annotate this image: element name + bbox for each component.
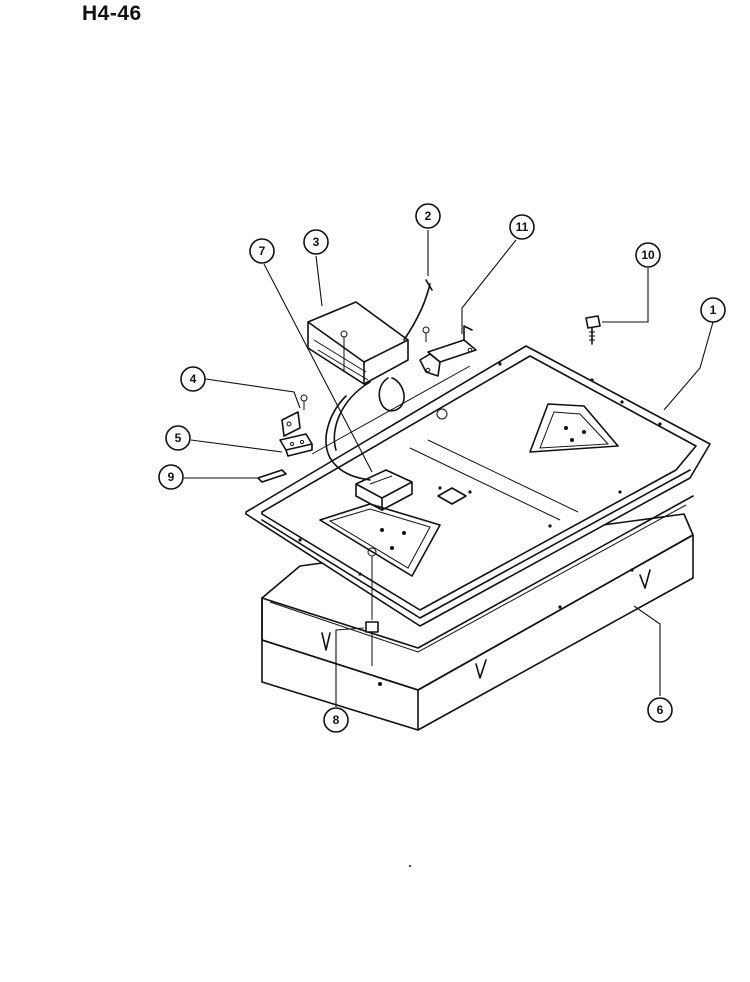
callout-9-label: 9 [168,470,175,484]
callout-6: 6 [647,697,673,723]
wire-harness [325,395,371,481]
callout-6-label: 6 [657,703,664,717]
screw [365,547,379,666]
callout-3: 3 [303,229,329,255]
ignition-module [307,301,409,385]
callout-3-label: 3 [313,235,320,249]
callout-7: 7 [249,238,275,264]
page-code: H4-46 [82,2,142,25]
callout-5-label: 5 [175,431,182,445]
callout-9: 9 [158,464,184,490]
callout-8: 8 [323,707,349,733]
mounting-bracket [419,325,477,377]
receptacle [355,469,413,511]
callout-2: 2 [415,203,441,229]
callout-2-label: 2 [425,209,432,223]
callout-11: 11 [509,214,535,240]
stud-screw [585,315,601,345]
callout-4: 4 [180,366,206,392]
wire-lead [333,279,433,451]
callout-8-label: 8 [333,713,340,727]
callout-10: 10 [635,242,661,268]
callout-4-label: 4 [190,372,197,386]
leader-lines [184,230,714,707]
callout-10-label: 10 [641,248,655,262]
callout-1: 1 [700,297,726,323]
hinge-assembly [257,394,313,483]
burner-box [261,495,694,731]
callout-11-label: 11 [516,220,529,234]
callout-5: 5 [165,425,191,451]
callout-7-label: 7 [259,244,266,258]
main-top [245,345,711,627]
callout-1-label: 1 [710,303,717,317]
